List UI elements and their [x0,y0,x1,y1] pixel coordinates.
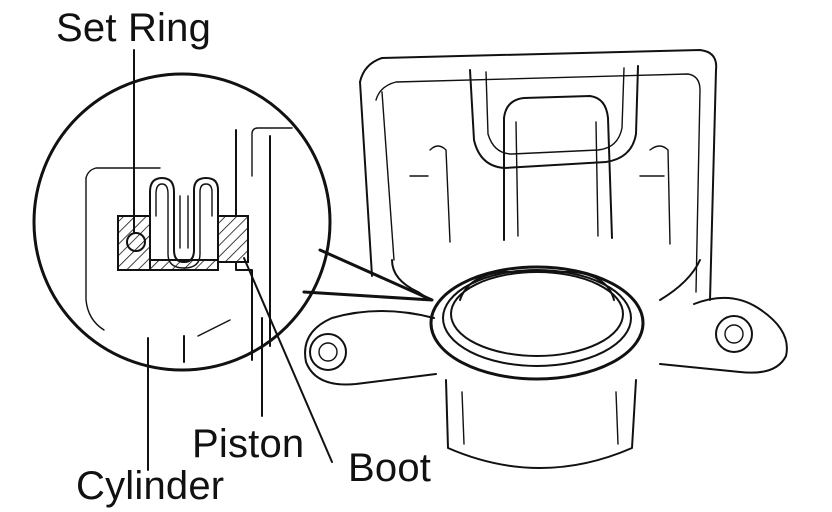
set-ring-label: Set Ring [56,6,212,50]
magnified-section [32,72,332,372]
cylinder-label: Cylinder [76,464,225,508]
boot-label: Boot [348,446,432,490]
piston-bore [429,265,645,381]
leader-lines [133,49,333,471]
leader-boot [243,257,333,463]
caliper-body [304,49,788,469]
callout-pointer [302,248,434,302]
piston-label: Piston [192,422,305,466]
